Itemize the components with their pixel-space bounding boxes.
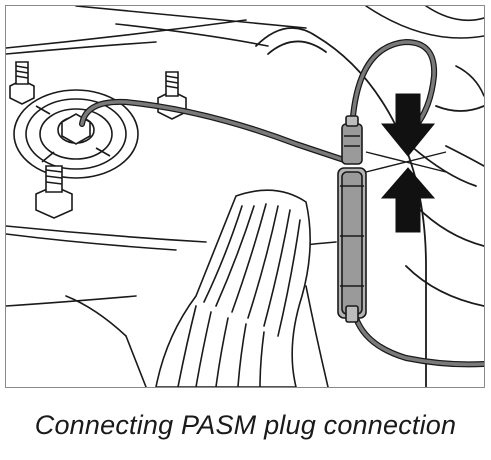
protective-cloth: [155, 189, 311, 387]
pasm-plug-connector: [337, 115, 367, 323]
mount-bolts: [9, 61, 187, 219]
sensor-cable: [79, 38, 484, 368]
press-arrows: [365, 93, 447, 233]
strut-housing: [255, 27, 484, 387]
arrow-down-icon: [380, 93, 436, 157]
illustration-frame: [5, 5, 485, 388]
body-panel-contours: [6, 6, 484, 387]
arrow-up-icon: [380, 167, 436, 233]
illustration: [6, 6, 484, 387]
figure-caption: Connecting PASM plug connection: [34, 410, 457, 440]
